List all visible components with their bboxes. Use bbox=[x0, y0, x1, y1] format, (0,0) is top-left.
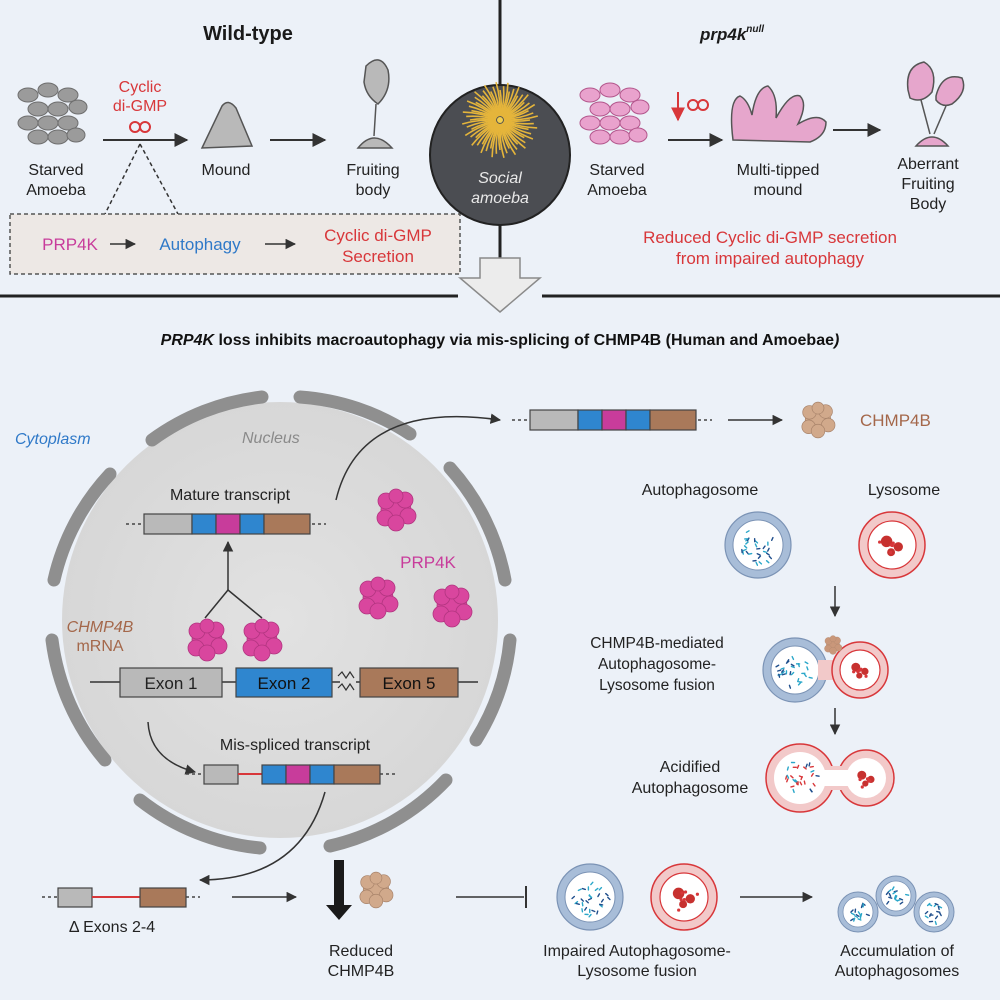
fruiting-label: Fruiting bbox=[346, 162, 399, 179]
impaired-label-1: Impaired Autophagosome- bbox=[543, 943, 731, 960]
fusion-icon bbox=[762, 635, 889, 703]
cyclic-di-gmp-icon bbox=[129, 121, 151, 133]
chmp4b-gene-label: CHMP4B bbox=[67, 619, 134, 636]
dashed-connector-right bbox=[139, 143, 179, 215]
aberrant-label: Aberrant bbox=[897, 156, 959, 173]
mutant-starved-label: Starved bbox=[589, 162, 644, 179]
box-secretion-label-1: Cyclic di-GMP bbox=[324, 226, 432, 245]
splice-branch-left bbox=[204, 589, 229, 619]
multi-tipped-mound-icon bbox=[730, 85, 827, 143]
delta-exons-label: Δ Exons 2-4 bbox=[69, 919, 155, 936]
accumulated-autophagosomes-icon bbox=[837, 875, 955, 933]
mound-icon bbox=[200, 101, 254, 149]
bottom-panel: PRP4K loss inhibits macroautophagy via m… bbox=[15, 332, 959, 980]
exon-5-label: Exon 5 bbox=[383, 674, 436, 693]
cytoplasm-label: Cytoplasm bbox=[15, 431, 91, 448]
impaired-autophagosome-icon bbox=[556, 863, 624, 931]
starved-label: Starved bbox=[28, 162, 83, 179]
pre-mrna bbox=[90, 667, 478, 698]
exon-1-label: Exon 1 bbox=[145, 674, 198, 693]
acidified-autophagosome-icon bbox=[765, 743, 895, 813]
cyclic-di-gmp-reduced-icon bbox=[687, 99, 709, 111]
export-arrow bbox=[335, 413, 502, 501]
mutant-amoeba-label: Amoeba bbox=[587, 182, 647, 199]
chmp4b-protein-label: CHMP4B bbox=[860, 411, 931, 430]
lysosome-label: Lysosome bbox=[868, 482, 940, 499]
top-panel: Wild-type prp4knull Starved Amoeba Cycli… bbox=[9, 0, 965, 313]
cytoplasmic-transcript bbox=[512, 409, 712, 431]
prp4k-label: PRP4K bbox=[400, 553, 456, 572]
exon-2-label: Exon 2 bbox=[258, 674, 311, 693]
bottom-heading: PRP4K loss inhibits macroautophagy via m… bbox=[161, 332, 840, 349]
mature-transcript-label: Mature transcript bbox=[170, 487, 291, 504]
fusion-label-2: Autophagosome- bbox=[598, 656, 716, 673]
mature-transcript bbox=[126, 513, 326, 535]
arrow-to-misspliced bbox=[147, 721, 197, 775]
mechanism-box bbox=[9, 213, 461, 275]
mutant-mound-label: mound bbox=[754, 182, 803, 199]
aberrant-fruiting-body-icon bbox=[906, 61, 965, 147]
autophagosome-label: Autophagosome bbox=[642, 482, 759, 499]
social-amoeba-icon: Social amoeba bbox=[429, 81, 571, 226]
misspliced-label: Mis-spliced transcript bbox=[220, 737, 371, 754]
mutant-title: prp4knull bbox=[699, 24, 764, 44]
impaired-lysosome-icon bbox=[650, 863, 718, 931]
fusion-label-1: CHMP4B-mediated bbox=[590, 635, 724, 652]
di-gmp-label: di-GMP bbox=[113, 98, 167, 115]
exon-1-box bbox=[119, 667, 223, 698]
splice-branch-right bbox=[227, 589, 263, 619]
multi-tipped-label: Multi-tipped bbox=[737, 162, 820, 179]
reduced-secretion-line-2: from impaired autophagy bbox=[676, 249, 865, 268]
dashed-connector-left bbox=[104, 143, 141, 215]
nucleus-label: Nucleus bbox=[242, 430, 300, 447]
box-autophagy-label: Autophagy bbox=[159, 235, 241, 254]
body-label: body bbox=[356, 182, 391, 199]
box-secretion-label-2: Secretion bbox=[342, 247, 414, 266]
social-label: Social bbox=[478, 170, 522, 187]
box-prp4k-label: PRP4K bbox=[42, 235, 98, 254]
misspliced-export-arrow bbox=[198, 791, 326, 886]
misspliced-transcript bbox=[186, 764, 396, 785]
autophagosome-icon bbox=[724, 511, 792, 579]
lysosome-icon bbox=[858, 511, 926, 579]
reduced-label: Reduced bbox=[329, 943, 393, 960]
down-arrow-icon bbox=[326, 860, 352, 920]
reduced-chmp4b-label: CHMP4B bbox=[328, 963, 395, 980]
nuclear-envelope bbox=[45, 390, 517, 855]
exon-5-box bbox=[359, 667, 459, 698]
accumulation-label-1: Accumulation of bbox=[840, 943, 954, 960]
amoeba-word-label: amoeba bbox=[471, 190, 529, 207]
impaired-label-2: Lysosome fusion bbox=[577, 963, 696, 980]
exon-2-box bbox=[235, 667, 333, 698]
mrna-label: mRNA bbox=[76, 638, 123, 655]
fusion-label-3: Lysosome fusion bbox=[599, 677, 715, 694]
transition-arrow-icon bbox=[457, 257, 543, 313]
acidified-label-2: Autophagosome bbox=[632, 780, 749, 797]
wild-type-title: Wild-type bbox=[203, 23, 293, 45]
aberrant-body-label: Body bbox=[910, 196, 946, 213]
amoeba-label: Amoeba bbox=[26, 182, 86, 199]
deleted-transcript bbox=[42, 887, 200, 908]
acidified-label-1: Acidified bbox=[660, 759, 720, 776]
aberrant-fruiting-label: Fruiting bbox=[901, 176, 954, 193]
mound-label: Mound bbox=[202, 162, 251, 179]
accumulation-label-2: Autophagosomes bbox=[835, 963, 960, 980]
cyclic-label: Cyclic bbox=[119, 79, 162, 96]
fruiting-body-icon bbox=[356, 59, 394, 149]
reduced-secretion-line-1: Reduced Cyclic di-GMP secretion bbox=[643, 228, 897, 247]
